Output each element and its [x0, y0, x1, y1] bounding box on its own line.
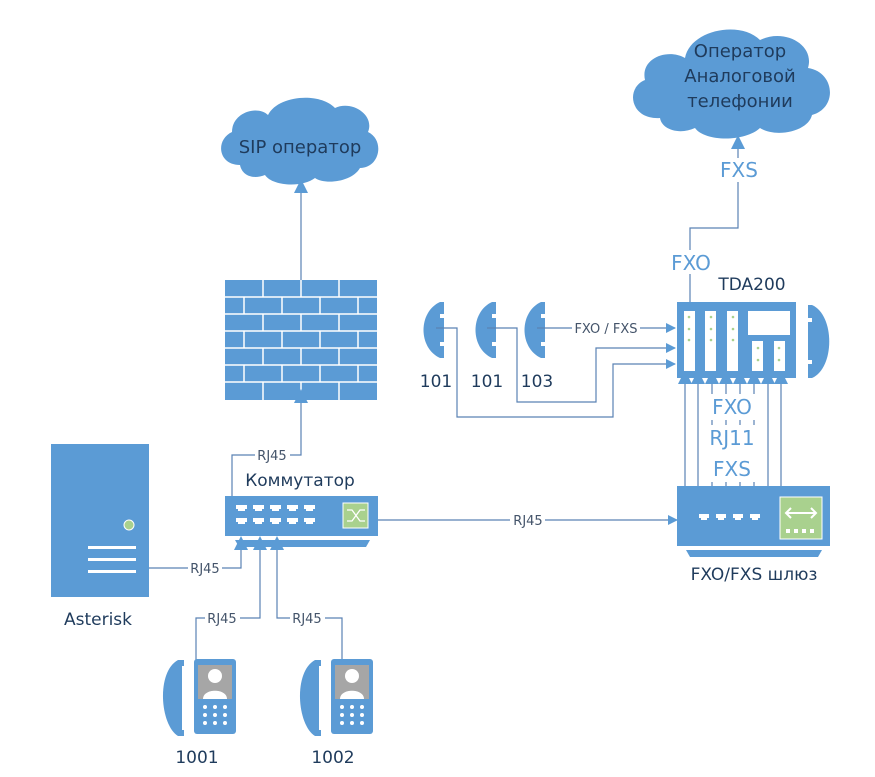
- phone-number: 101: [471, 372, 503, 392]
- pbx-icon: [677, 302, 796, 378]
- arrows-horizontal-icon: [784, 507, 818, 519]
- ip-phone-1002: 1002: [299, 659, 373, 768]
- cloud-analog-line3: телефонии: [687, 91, 793, 112]
- shuffle-icon: [347, 509, 365, 522]
- link-label-fxo-fxs: FXO / FXS: [574, 322, 637, 337]
- switch: Коммутатор: [225, 471, 378, 547]
- handset-icon: [524, 302, 545, 358]
- handset-icon: [423, 302, 444, 358]
- link-1002-switch: RJ45: [270, 536, 343, 660]
- server-icon: [51, 444, 149, 597]
- ip-phone-1001: 1001: [162, 659, 236, 768]
- link-switch-firewall: RJ45: [231, 389, 308, 497]
- switch-label: Коммутатор: [245, 471, 355, 491]
- ip-phone-icon: [299, 659, 373, 736]
- pbx-tda200: TDA200: [677, 275, 830, 378]
- link-label-fxs: FXS: [713, 457, 751, 481]
- link-label: RJ45: [207, 612, 236, 627]
- cloud-sip-operator: SIP оператор: [221, 97, 379, 185]
- cloud-analog-line2: Аналоговой: [684, 66, 795, 87]
- link-asterisk-switch: RJ45: [149, 536, 248, 577]
- cloud-sip-label: SIP оператор: [239, 137, 362, 158]
- link-label: RJ45: [513, 514, 542, 529]
- pbx-label: TDA200: [717, 275, 785, 295]
- link-label-fxo: FXO: [671, 251, 711, 275]
- fxo-fxs-gateway: FXO/FXS шлюз: [677, 486, 830, 585]
- link-1001-switch: RJ45: [195, 536, 267, 660]
- firewall-icon: [225, 280, 377, 400]
- link-label: RJ45: [292, 612, 321, 627]
- cloud-analog-operator: Оператор Аналоговой телефонии: [633, 29, 830, 139]
- phone-number: 101: [420, 372, 452, 392]
- asterisk-label: Asterisk: [64, 610, 132, 630]
- phone-number: 1001: [175, 748, 218, 768]
- cloud-analog-line1: Оператор: [694, 41, 786, 62]
- handset-icon: [808, 305, 830, 378]
- switch-icon: [225, 496, 378, 547]
- ip-phone-icon: [162, 659, 236, 736]
- cloud-icon: [221, 97, 379, 185]
- link-label-fxo: FXO: [712, 395, 752, 419]
- link-switch-gateway: RJ45: [378, 514, 678, 529]
- phone-number: 1002: [311, 748, 354, 768]
- analog-phone-2: 101: [471, 302, 503, 392]
- asterisk-server: Asterisk: [51, 444, 149, 630]
- firewall: [225, 280, 377, 400]
- links-analog-phones-pbx: [436, 323, 676, 418]
- analog-phone-3: 103: [521, 302, 553, 392]
- link-label: RJ45: [257, 449, 286, 464]
- gateway-label: FXO/FXS шлюз: [691, 565, 818, 585]
- link-label: RJ45: [190, 562, 219, 577]
- analog-phone-1: 101: [420, 302, 452, 392]
- cloud-icon: [633, 29, 830, 139]
- link-label-rj11: RJ11: [709, 426, 754, 450]
- gateway-icon: [677, 486, 830, 557]
- handset-icon: [475, 302, 496, 358]
- phone-number: 103: [521, 372, 553, 392]
- link-label-fxs: FXS: [720, 158, 758, 182]
- link-pbx-analog-operator: FXO FXS: [668, 135, 762, 302]
- links-gateway-pbx: [678, 370, 788, 486]
